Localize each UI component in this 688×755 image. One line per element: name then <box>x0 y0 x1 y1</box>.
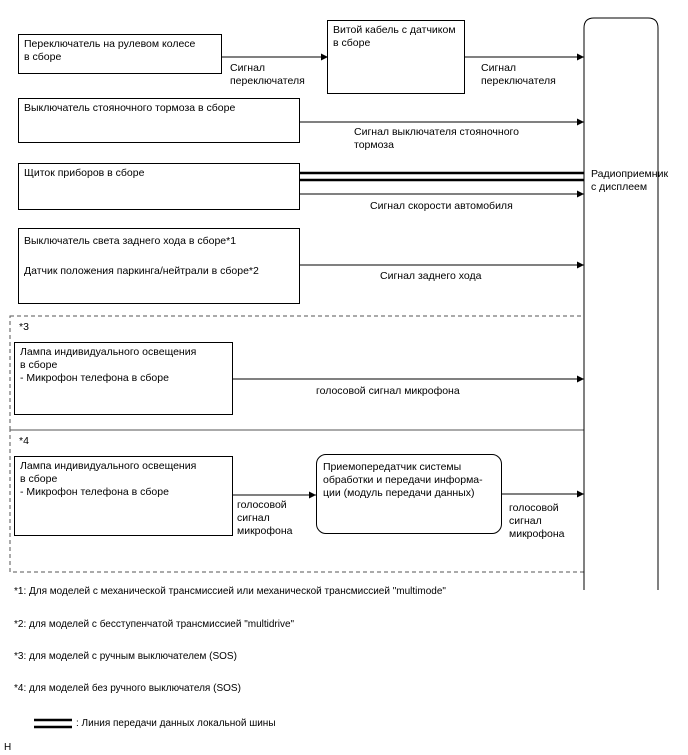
reverse-signal-label: Сигнал заднего хода <box>380 270 482 282</box>
room-lamp-box-b: Лампа индивидуального освещения в сборе … <box>14 456 233 536</box>
footnote-4: *4: для моделей без ручного выключателя … <box>14 683 241 694</box>
footnote-3: *3: для моделей с ручным выключателем (S… <box>14 651 237 662</box>
footnote-2: *2: для моделей с бесступенчатой трансми… <box>14 619 295 630</box>
mic-signal-label-b2: голосовой сигнал микрофона <box>509 502 565 540</box>
switch-signal-label-2: Сигнал переключателя <box>481 62 556 87</box>
spiral-cable-box: Витой кабель с датчиком в сборе <box>327 20 465 94</box>
park-neutral-sensor-label: Датчик положения паркинга/нейтрали в сбо… <box>24 265 259 277</box>
radio-receiver-outline <box>583 17 659 590</box>
group-marker-4: *4 <box>19 435 29 447</box>
mic-signal-label-a: голосовой сигнал микрофона <box>316 385 460 397</box>
reverse-signal-box: Выключатель света заднего хода в сборе*1… <box>18 228 300 304</box>
backup-light-switch-label: Выключатель света заднего хода в сборе*1 <box>24 235 237 247</box>
legend-bus-line-label: : Линия передачи данных локальной шины <box>76 718 276 729</box>
footnote-1: *1: Для моделей с механической трансмисс… <box>14 586 446 597</box>
dcm-box: Приемопередатчик системы обработки и пер… <box>316 454 502 534</box>
group-marker-3: *3 <box>19 321 29 333</box>
steering-switch-box: Переключатель на рулевом колесе в сборе <box>18 34 222 74</box>
switch-signal-label-1: Сигнал переключателя <box>230 62 305 87</box>
room-lamp-box-a: Лампа индивидуального освещения в сборе … <box>14 342 233 415</box>
speed-signal-label: Сигнал скорости автомобиля <box>370 200 513 212</box>
corner-mark: H <box>4 742 12 753</box>
meter-box: Щиток приборов в сборе <box>18 163 300 210</box>
mic-signal-label-b1: голосовой сигнал микрофона <box>237 499 293 537</box>
radio-receiver-label: Радиоприемник с дисплеем <box>591 168 669 193</box>
parking-brake-signal-label: Сигнал выключателя стояночного тормоза <box>354 126 519 151</box>
parking-brake-switch-box: Выключатель стояночного тормоза в сборе <box>18 98 300 143</box>
